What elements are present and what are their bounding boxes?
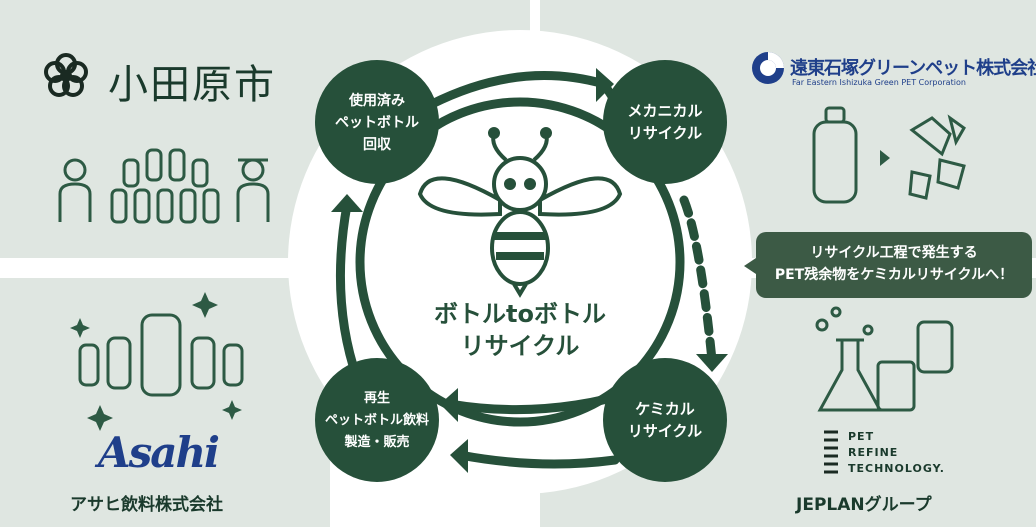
node-collect-label: 使用済み ペットボトル 回収 [335,93,419,153]
far-eastern-company-name-en: Far Eastern Ishizuka Green PET Corporati… [792,78,966,87]
cycle-center-title-line2: リサイクル [460,332,580,360]
inner-cycle-ring [355,97,685,427]
asahi-logo: Asahi [98,428,220,477]
flakes-icon [908,114,966,200]
bottle-icon [812,106,858,204]
odawara-crest-icon [44,53,88,97]
asahi-panel [0,278,330,527]
person-icon [236,158,270,222]
node-production [315,358,439,482]
jeplan-tech-line-3: TECHNOLOGY. [848,462,945,475]
jeplan-tech-line-1: PET [848,430,875,443]
arrowheads [331,68,728,473]
bottle-icon [110,148,220,224]
callout-line2: PET残余物をケミカルリサイクルへ！ [774,267,1014,283]
bee-mascot-icon [417,127,623,298]
odawara-city-name: 小田原市 [108,62,276,108]
jeplan-tech-line-2: REFINE [848,446,899,459]
far-eastern-logo-icon [752,52,784,84]
node-mechanical-label: メカニカル リサイクル [627,102,703,142]
node-mechanical [603,60,727,184]
spring-logo-icon [824,430,838,474]
node-chemical-label: ケミカル リサイクル [627,400,703,440]
person-icon [58,158,92,222]
node-production-label: 再生 ペットボトル飲料 製造・販売 [324,391,429,450]
arrow-icon [880,150,890,166]
bottle-icon [78,313,244,397]
jeplan-group-name: JEPLANグループ [796,495,932,515]
far-eastern-company-name: 遠東石塚グリーンペット株式会社 [790,58,1036,79]
flask-icon [815,306,954,412]
callout-chemical-residue: リサイクル工程で発生する PET残余物をケミカルリサイクルへ！ [744,232,1032,298]
callout-line1: リサイクル工程で発生する [810,245,978,261]
sparkle-icon [70,292,242,431]
node-chemical [603,358,727,482]
asahi-company-name: アサヒ飲料株式会社 [70,495,223,515]
cycle-center-title-line1: ボトルtoボトル [434,300,606,328]
node-collect [315,60,439,184]
